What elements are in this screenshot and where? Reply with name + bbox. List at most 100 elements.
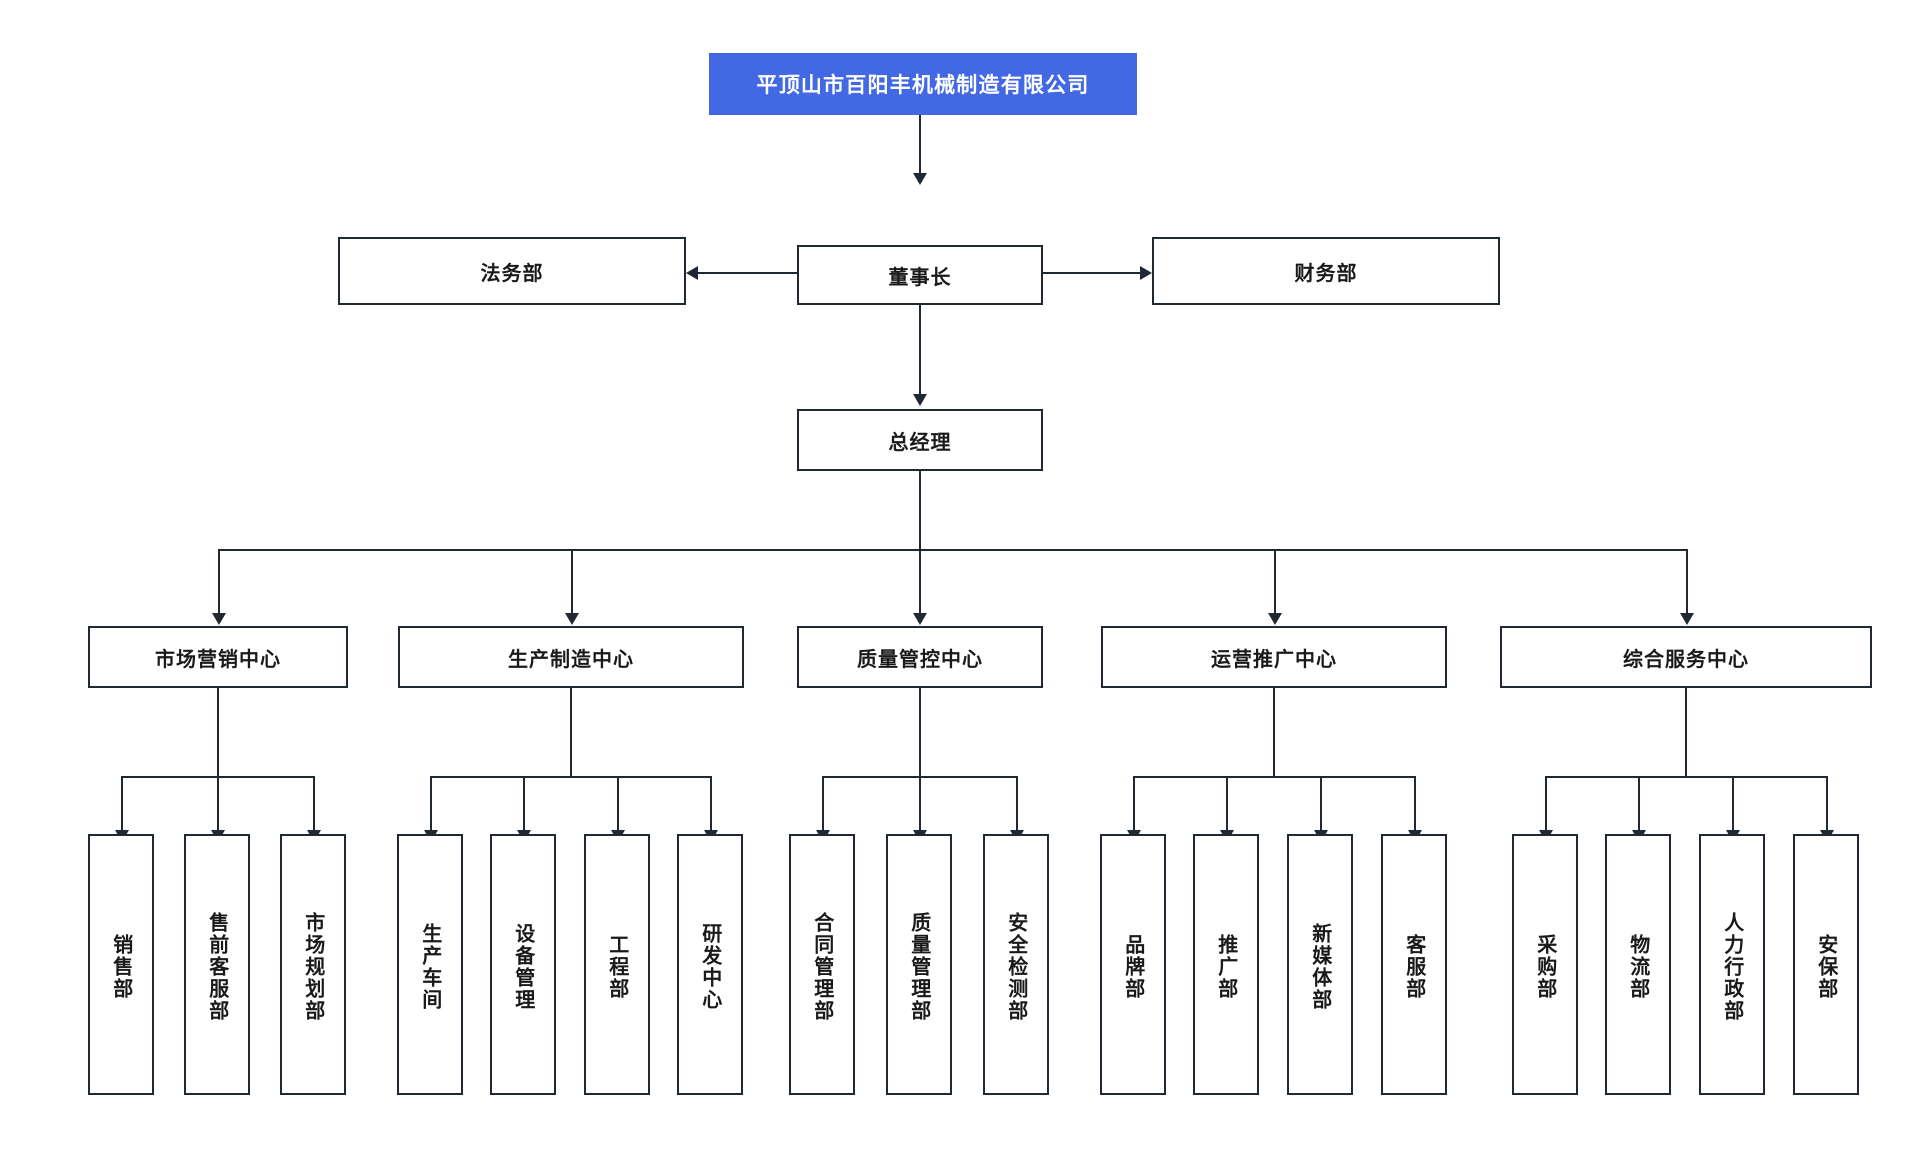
node-center-production[interactable]: 生产制造中心 (398, 626, 744, 688)
edge-bus-drop-center-1 (218, 549, 220, 617)
edge-quality-drop-1 (822, 776, 824, 833)
node-dept-procurement[interactable]: 采购部 (1512, 834, 1578, 1095)
edge-chairman-to-finance (1043, 272, 1140, 274)
node-dept-brand[interactable]: 品牌部 (1100, 834, 1166, 1095)
edge-quality-drop-2 (919, 776, 921, 833)
edge-production-drop-1 (430, 776, 432, 833)
node-label: 客服部 (1402, 933, 1427, 1000)
node-label: 品牌部 (1121, 933, 1146, 1000)
edge-operations-drop-1 (1133, 776, 1135, 833)
edge-chairman-to-legal (698, 272, 798, 274)
edge-chairman-to-gm (919, 305, 921, 398)
arrowhead-chairman-to-legal (686, 266, 698, 280)
edge-bus-drop-center-5 (1686, 549, 1688, 617)
node-center-operations[interactable]: 运营推广中心 (1101, 626, 1447, 688)
edge-centers-bus (218, 549, 1686, 551)
node-label: 售前客服部 (205, 911, 230, 1022)
node-dept-customer-service[interactable]: 客服部 (1381, 834, 1447, 1095)
edge-quality-stem (919, 688, 921, 776)
edge-gm-to-bus (919, 471, 921, 549)
edge-services-bus (1545, 776, 1826, 778)
arrowhead-chairman-to-gm (913, 394, 927, 406)
node-dept-equipment-management[interactable]: 设备管理 (490, 834, 556, 1095)
node-label: 市场规划部 (301, 911, 326, 1022)
edge-marketing-drop-1 (121, 776, 123, 833)
node-company-root[interactable]: 平顶山市百阳丰机械制造有限公司 (709, 53, 1137, 115)
node-label: 董事长 (888, 264, 952, 289)
edge-production-stem (570, 688, 572, 776)
edge-bus-drop-center-4 (1274, 549, 1276, 617)
node-dept-production-workshop[interactable]: 生产车间 (397, 834, 463, 1095)
arrowhead-center-2 (565, 613, 579, 625)
edge-operations-stem (1273, 688, 1275, 776)
node-label: 市场营销中心 (155, 646, 281, 671)
node-dept-sales[interactable]: 销售部 (88, 834, 154, 1095)
edge-quality-drop-3 (1016, 776, 1018, 833)
node-dept-contract-management[interactable]: 合同管理部 (789, 834, 855, 1095)
node-label: 质量管控中心 (857, 646, 983, 671)
node-dept-quality-management[interactable]: 质量管理部 (886, 834, 952, 1095)
edge-marketing-drop-3 (313, 776, 315, 833)
edge-production-bus (430, 776, 710, 778)
node-dept-market-planning[interactable]: 市场规划部 (280, 834, 346, 1095)
edge-services-drop-3 (1732, 776, 1734, 833)
node-dept-logistics[interactable]: 物流部 (1605, 834, 1671, 1095)
node-center-marketing[interactable]: 市场营销中心 (88, 626, 348, 688)
node-label: 财务部 (1294, 260, 1358, 285)
node-finance-dept[interactable]: 财务部 (1152, 237, 1500, 305)
node-label: 综合服务中心 (1623, 646, 1749, 671)
node-label: 推广部 (1214, 933, 1239, 1000)
node-label: 平顶山市百阳丰机械制造有限公司 (756, 73, 1090, 97)
node-dept-rnd-center[interactable]: 研发中心 (677, 834, 743, 1095)
node-legal-dept[interactable]: 法务部 (338, 237, 686, 305)
arrowhead-center-4 (1268, 613, 1282, 625)
edge-root-to-chairman (919, 115, 921, 177)
node-dept-engineering[interactable]: 工程部 (584, 834, 650, 1095)
edge-production-drop-4 (710, 776, 712, 833)
node-center-services[interactable]: 综合服务中心 (1500, 626, 1872, 688)
node-dept-security[interactable]: 安保部 (1793, 834, 1859, 1095)
node-dept-presale-service[interactable]: 售前客服部 (184, 834, 250, 1095)
edge-services-drop-2 (1638, 776, 1640, 833)
arrowhead-root-to-chairman (913, 173, 927, 185)
node-label: 新媒体部 (1308, 922, 1333, 1011)
edge-operations-drop-2 (1226, 776, 1228, 833)
node-label: 总经理 (888, 429, 952, 454)
edge-operations-drop-4 (1414, 776, 1416, 833)
node-label: 运营推广中心 (1211, 646, 1337, 671)
edge-services-stem (1685, 688, 1687, 776)
edge-marketing-stem (217, 688, 219, 776)
node-label: 销售部 (109, 933, 134, 1000)
edge-operations-bus (1133, 776, 1414, 778)
arrowhead-center-5 (1680, 613, 1694, 625)
node-label: 安保部 (1814, 933, 1839, 1000)
edge-bus-drop-center-2 (571, 549, 573, 617)
node-label: 工程部 (605, 933, 630, 1000)
node-label: 物流部 (1626, 933, 1651, 1000)
node-center-quality[interactable]: 质量管控中心 (797, 626, 1043, 688)
edge-production-drop-2 (523, 776, 525, 833)
node-label: 安全检测部 (1004, 911, 1029, 1022)
node-label: 采购部 (1533, 933, 1558, 1000)
node-label: 合同管理部 (810, 911, 835, 1022)
node-general-manager[interactable]: 总经理 (797, 409, 1043, 471)
node-label: 法务部 (480, 260, 544, 285)
node-chairman[interactable]: 董事长 (797, 245, 1043, 305)
node-label: 质量管理部 (907, 911, 932, 1022)
arrowhead-center-1 (212, 613, 226, 625)
node-dept-safety-inspection[interactable]: 安全检测部 (983, 834, 1049, 1095)
arrowhead-chairman-to-finance (1140, 266, 1152, 280)
edge-services-drop-1 (1545, 776, 1547, 833)
node-label: 生产制造中心 (508, 646, 634, 671)
node-dept-new-media[interactable]: 新媒体部 (1287, 834, 1353, 1095)
node-dept-hr-admin[interactable]: 人力行政部 (1699, 834, 1765, 1095)
edge-bus-drop-center-3 (919, 549, 921, 617)
node-label: 研发中心 (698, 922, 723, 1011)
node-label: 生产车间 (418, 922, 443, 1011)
arrowhead-center-3 (913, 613, 927, 625)
edge-production-drop-3 (617, 776, 619, 833)
node-label: 人力行政部 (1720, 911, 1745, 1022)
edge-services-drop-4 (1826, 776, 1828, 833)
node-dept-promotion[interactable]: 推广部 (1193, 834, 1259, 1095)
